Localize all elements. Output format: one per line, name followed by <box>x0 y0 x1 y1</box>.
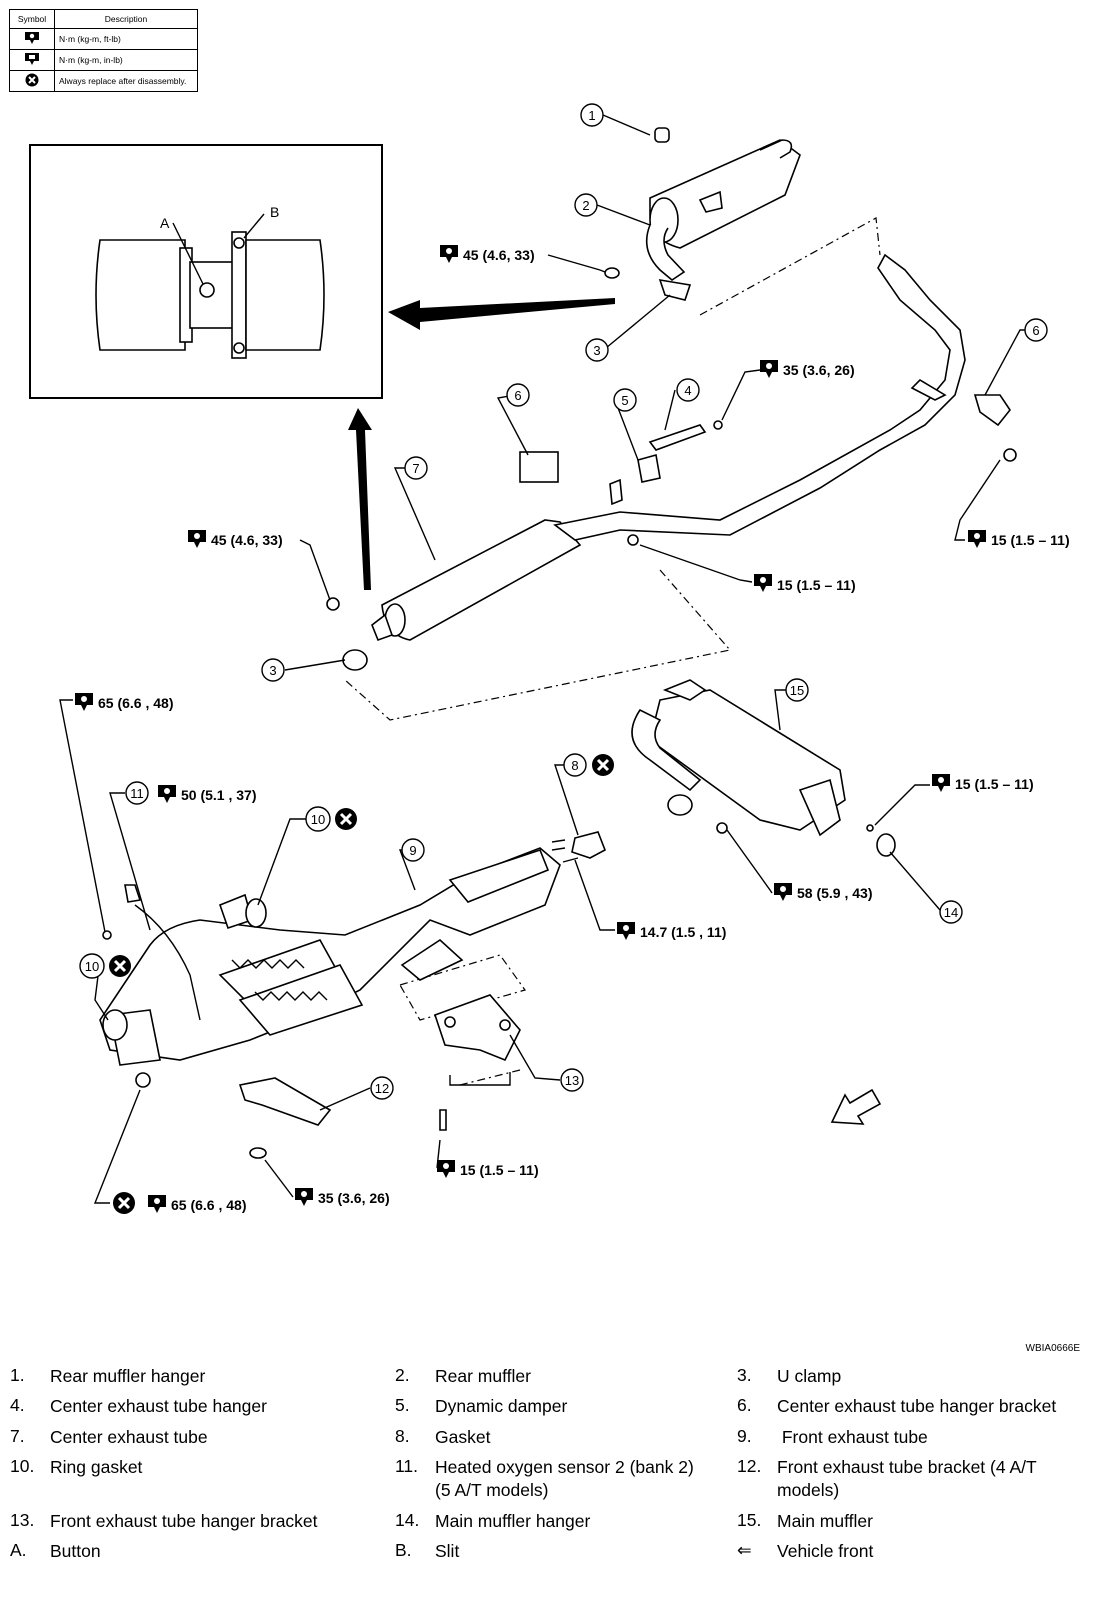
svg-text:58 (5.9 , 43): 58 (5.9 , 43) <box>797 885 873 901</box>
svg-text:13: 13 <box>565 1073 579 1088</box>
inset-arrow-up <box>348 408 372 590</box>
legend-desc-replace: Always replace after disassembly. <box>54 70 198 92</box>
svg-text:4: 4 <box>684 383 691 398</box>
svg-text:15: 15 <box>790 683 804 698</box>
svg-text:14.7 (1.5 , 11): 14.7 (1.5 , 11) <box>640 924 726 940</box>
torque-bottom-hanger: 15 (1.5 – 11) <box>437 1160 539 1178</box>
callout-15: 15 <box>785 678 809 702</box>
svg-text:6: 6 <box>514 388 521 403</box>
exhaust-system-diagram: A B <box>29 103 1070 1216</box>
torque-sensor: 50 (5.1 , 37) <box>158 785 257 803</box>
gasket-drawing <box>551 831 607 863</box>
svg-text:15 (1.5 – 11): 15 (1.5 – 11) <box>777 577 856 593</box>
replace-x-icon <box>9 70 55 92</box>
callout-6-right: 6 <box>1024 318 1048 342</box>
inset-label-a: A <box>160 215 170 231</box>
front-exhaust-tube-drawing <box>99 847 561 1088</box>
callout-2: 2 <box>574 193 598 217</box>
replace-x-icon <box>590 752 616 778</box>
torque-bracket: 35 (3.6, 26) <box>295 1188 390 1206</box>
figure-code: WBIA0666E <box>1025 1343 1080 1354</box>
torque-65-top: 65 (6.6 , 48) <box>75 693 174 711</box>
callout-4: 4 <box>676 378 700 402</box>
svg-text:35 (3.6, 26): 35 (3.6, 26) <box>318 1190 390 1206</box>
svg-text:10: 10 <box>311 812 325 827</box>
callout-6-left: 6 <box>506 383 530 407</box>
callout-12: 12 <box>370 1076 394 1100</box>
symbol-legend-table: Symbol Description N·m (kg-m, ft-lb) N·m… <box>9 9 198 92</box>
svg-text:3: 3 <box>593 343 600 358</box>
svg-text:15 (1.5 – 11): 15 (1.5 – 11) <box>460 1162 539 1178</box>
brackets-drawing <box>238 938 521 1159</box>
inset-detail-box: A B <box>29 144 383 399</box>
callout-1: 1 <box>580 103 604 127</box>
svg-text:50 (5.1 , 37): 50 (5.1 , 37) <box>181 787 257 803</box>
svg-text:35 (3.6, 26): 35 (3.6, 26) <box>783 362 855 378</box>
torque-58: 58 (5.9 , 43) <box>774 883 873 901</box>
svg-text:45 (4.6, 33): 45 (4.6, 33) <box>463 247 535 263</box>
replace-x-icon <box>107 953 133 979</box>
torque-damper: 35 (3.6, 26) <box>760 360 855 378</box>
torque-right-hanger: 15 (1.5 – 11) <box>968 530 1070 548</box>
svg-text:11: 11 <box>130 786 144 801</box>
callout-11: 11 <box>125 781 149 805</box>
inset-label-b: B <box>270 204 279 220</box>
torque-wrench-icon <box>9 28 55 50</box>
rear-muffler-drawing <box>604 127 801 301</box>
torque-14-7: 14.7 (1.5 , 11) <box>617 922 726 940</box>
svg-text:3: 3 <box>269 663 276 678</box>
center-exhaust-tube-drawing <box>326 253 1017 671</box>
vehicle-front-arrow-icon <box>830 1088 882 1125</box>
replace-x-icon <box>333 806 359 832</box>
svg-text:65 (6.6 , 48): 65 (6.6 , 48) <box>171 1197 247 1213</box>
torque-main-hanger: 15 (1.5 – 11) <box>932 774 1034 792</box>
torque-rear-muffler: 45 (4.6, 33) <box>440 245 535 263</box>
torque-center-clamp: 45 (4.6, 33) <box>188 530 283 548</box>
svg-text:5: 5 <box>621 393 628 408</box>
callout-13: 13 <box>560 1068 584 1092</box>
svg-text:14: 14 <box>944 905 958 920</box>
svg-text:12: 12 <box>375 1081 389 1096</box>
svg-text:1: 1 <box>588 108 595 123</box>
callout-3-lower: 3 <box>261 658 285 682</box>
svg-text:8: 8 <box>571 758 578 773</box>
inset-arrow-right <box>388 298 615 330</box>
replace-x-icon <box>111 1190 137 1216</box>
main-muffler-drawing <box>631 679 896 857</box>
callout-5: 5 <box>613 388 637 412</box>
svg-text:6: 6 <box>1032 323 1039 338</box>
svg-text:45 (4.6, 33): 45 (4.6, 33) <box>211 532 283 548</box>
svg-text:10: 10 <box>85 959 99 974</box>
callout-10-lower: 10 <box>79 953 105 979</box>
callout-3: 3 <box>585 338 609 362</box>
callout-10-upper: 10 <box>305 806 331 832</box>
svg-text:15 (1.5 – 11): 15 (1.5 – 11) <box>991 532 1070 548</box>
callout-9: 9 <box>401 838 425 862</box>
torque-center-bolt: 15 (1.5 – 11) <box>754 574 856 593</box>
callout-8: 8 <box>563 753 587 777</box>
svg-text:2: 2 <box>582 198 589 213</box>
svg-text:65 (6.6 , 48): 65 (6.6 , 48) <box>98 695 174 711</box>
torque-65-bottom: 65 (6.6 , 48) <box>148 1195 247 1213</box>
svg-text:7: 7 <box>412 461 419 476</box>
svg-text:9: 9 <box>409 843 416 858</box>
callout-14: 14 <box>939 900 963 924</box>
callout-7: 7 <box>404 456 428 480</box>
svg-text:15 (1.5 – 11): 15 (1.5 – 11) <box>955 776 1034 792</box>
